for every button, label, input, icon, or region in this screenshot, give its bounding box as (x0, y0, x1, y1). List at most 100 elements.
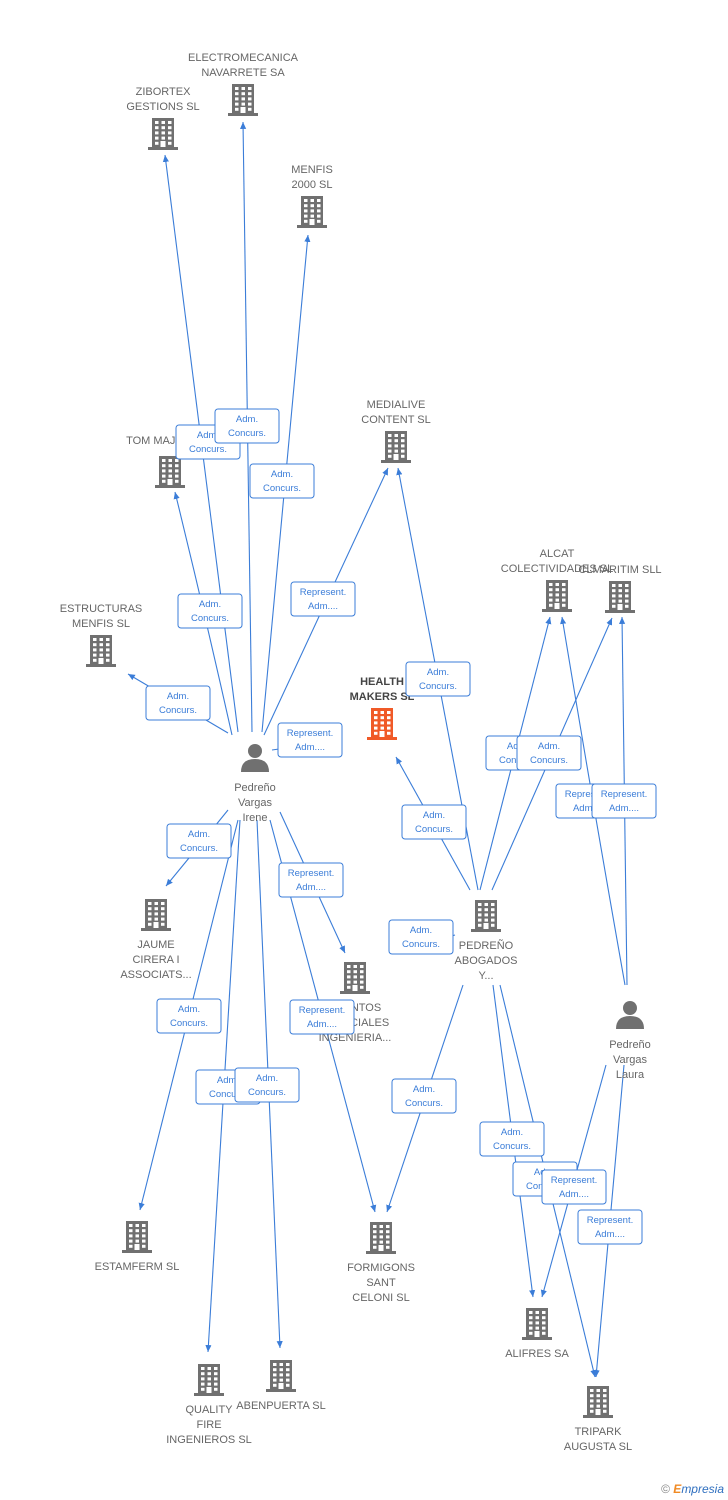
node-label-asentos: INGENIERIA... (319, 1032, 392, 1044)
edge-label-line: Represent. (287, 728, 333, 739)
edge-label-line: Represent. (587, 1215, 633, 1226)
node-label-electromecanica: ELECTROMECANICA (188, 52, 299, 64)
edge-label-box (405, 661, 471, 697)
edge-label-line: Concurs. (419, 681, 457, 692)
edge-label-box (391, 1078, 457, 1114)
edge-label-line: Concurs. (402, 939, 440, 950)
edge-label-line: Adm. (167, 691, 189, 702)
node-label-abenpuerta: ABENPUERTA SL (236, 1400, 325, 1412)
edge-label-line: Adm.... (296, 882, 326, 893)
node-label-laura: Vargas (613, 1054, 648, 1066)
edge-label-line: Concurs. (170, 1018, 208, 1029)
node-label-quality: QUALITY (185, 1404, 233, 1416)
edge-label-line: Concurs. (493, 1141, 531, 1152)
edge-label-pedreno_abogados-to-clmaritim[interactable]: Adm.Concurs. (516, 735, 582, 771)
edge-label-line: Adm.... (559, 1189, 589, 1200)
edge-label-laura-to-alifres[interactable]: Represent.Adm.... (541, 1169, 607, 1205)
node-label-medialive: CONTENT SL (361, 414, 430, 426)
edge-label-box (166, 823, 232, 859)
edge-label-line: Adm. (538, 741, 560, 752)
edge-label-line: Adm.... (609, 803, 639, 814)
node-label-quality: INGENIEROS SL (166, 1434, 252, 1446)
edge-label-line: Adm. (256, 1073, 278, 1084)
node-alcat[interactable]: ALCAT COLECTIVIDADES SL (501, 548, 613, 612)
edge-label-box (278, 862, 344, 898)
node-label-alcat: ALCAT (540, 548, 575, 560)
edge-label-laura-to-tripark[interactable]: Represent. Adm.... (577, 1209, 643, 1245)
edge-label-irene-to-jaume[interactable]: Adm.Concurs. (166, 823, 232, 859)
edge-label-line: Adm.... (308, 601, 338, 612)
edge-label-pedreno_abogados-to-health[interactable]: Adm.Concurs. (401, 804, 467, 840)
building-icon (583, 1386, 613, 1418)
node-label-formigons: SANT (366, 1277, 396, 1289)
node-label-irene: Irene (242, 812, 267, 824)
edge-label-box (401, 804, 467, 840)
edge-label-irene-to-estructuras[interactable]: Adm.Concurs. (145, 685, 211, 721)
edge-label-pedreno_abogados-to-medialive[interactable]: Adm.Concurs. (405, 661, 471, 697)
node-label-irene: Vargas (238, 797, 273, 809)
edge-label-pedreno_abogados-to-alifres[interactable]: Adm.Concurs. (479, 1121, 545, 1157)
edge-label-line: Adm. (271, 469, 293, 480)
node-pedreno_abogados[interactable]: PEDREÑOABOGADOSY... (455, 900, 518, 982)
edge-label-irene-to-electromecanica[interactable]: Adm.Concurs. (214, 408, 280, 444)
node-label-tripark: TRIPARK (575, 1426, 623, 1438)
node-medialive[interactable]: MEDIALIVE CONTENT SL (361, 399, 431, 463)
edge-label-line: Represent. (300, 587, 346, 598)
edge-label-line: Adm. (410, 925, 432, 936)
edge-label-irene-to-abenpuerta[interactable]: Adm.Concurs. (234, 1067, 300, 1103)
edge-label-irene-to-health[interactable]: Represent.Adm.... (277, 722, 343, 758)
node-tommajo[interactable]: TOM MAJO (126, 435, 185, 488)
node-label-tripark: AUGUSTA SL (564, 1441, 632, 1453)
node-alifres[interactable]: ALIFRES SA (505, 1308, 569, 1360)
building-icon (141, 899, 171, 931)
edge-label-pedreno_abogados-to-formigons[interactable]: Adm.Concurs. (391, 1078, 457, 1114)
building-icon (86, 635, 116, 667)
edge-label-irene-to-medialive[interactable]: Represent. Adm.... (290, 581, 356, 617)
building-icon (366, 1222, 396, 1254)
edge-label-line: Adm. (423, 810, 445, 821)
edge-label-box (516, 735, 582, 771)
building-icon (228, 84, 258, 116)
node-label-alcat: COLECTIVIDADES SL (501, 563, 613, 575)
edge-label-laura-to-clmaritim[interactable]: Represent.Adm.... (591, 783, 657, 819)
edge-label-irene-to-asentos[interactable]: Represent. Adm.... (278, 862, 344, 898)
node-abenpuerta[interactable]: ABENPUERTA SL (236, 1360, 326, 1412)
edge-label-pedreno_abogados-to-asentos[interactable]: Adm. Concurs. (388, 919, 454, 955)
building-icon (297, 196, 327, 228)
edge-label-line: Concurs. (405, 1098, 443, 1109)
edge-label-irene-to-menfis2000[interactable]: Adm.Concurs. (249, 463, 315, 499)
edge-label-irene-to-formigons[interactable]: Represent.Adm.... (289, 999, 355, 1035)
edge-label-box (177, 593, 243, 629)
edge-label-line: Concurs. (189, 444, 227, 455)
edge-label-box (577, 1209, 643, 1245)
edge-label-line: Adm. (217, 1075, 239, 1086)
edge-label-line: Adm.... (595, 1229, 625, 1240)
edge-label-box (290, 581, 356, 617)
edge-label-line: Adm. (178, 1004, 200, 1015)
edge-label-line: Represent. (299, 1005, 345, 1016)
node-label-jaume: ASSOCIATS... (120, 969, 191, 981)
node-estamferm[interactable]: ESTAMFERM SL (95, 1221, 180, 1273)
node-label-medialive: MEDIALIVE (367, 399, 426, 411)
edge-label-box (214, 408, 280, 444)
footer-brand: © Empresia (661, 1482, 724, 1496)
edge-label-box (541, 1169, 607, 1205)
edge-label-irene-to-estamferm[interactable]: Adm. Concurs. (156, 998, 222, 1034)
edge-label-irene-to-tommajo[interactable]: Adm.Concurs. (177, 593, 243, 629)
node-clmaritim[interactable]: CLMARITIM SLL (578, 564, 662, 613)
edge-label-line: Represent. (288, 868, 334, 879)
building-icon (471, 900, 501, 932)
brand-initial: E (673, 1482, 682, 1496)
node-tripark[interactable]: TRIPARK AUGUSTA SL (564, 1386, 632, 1453)
